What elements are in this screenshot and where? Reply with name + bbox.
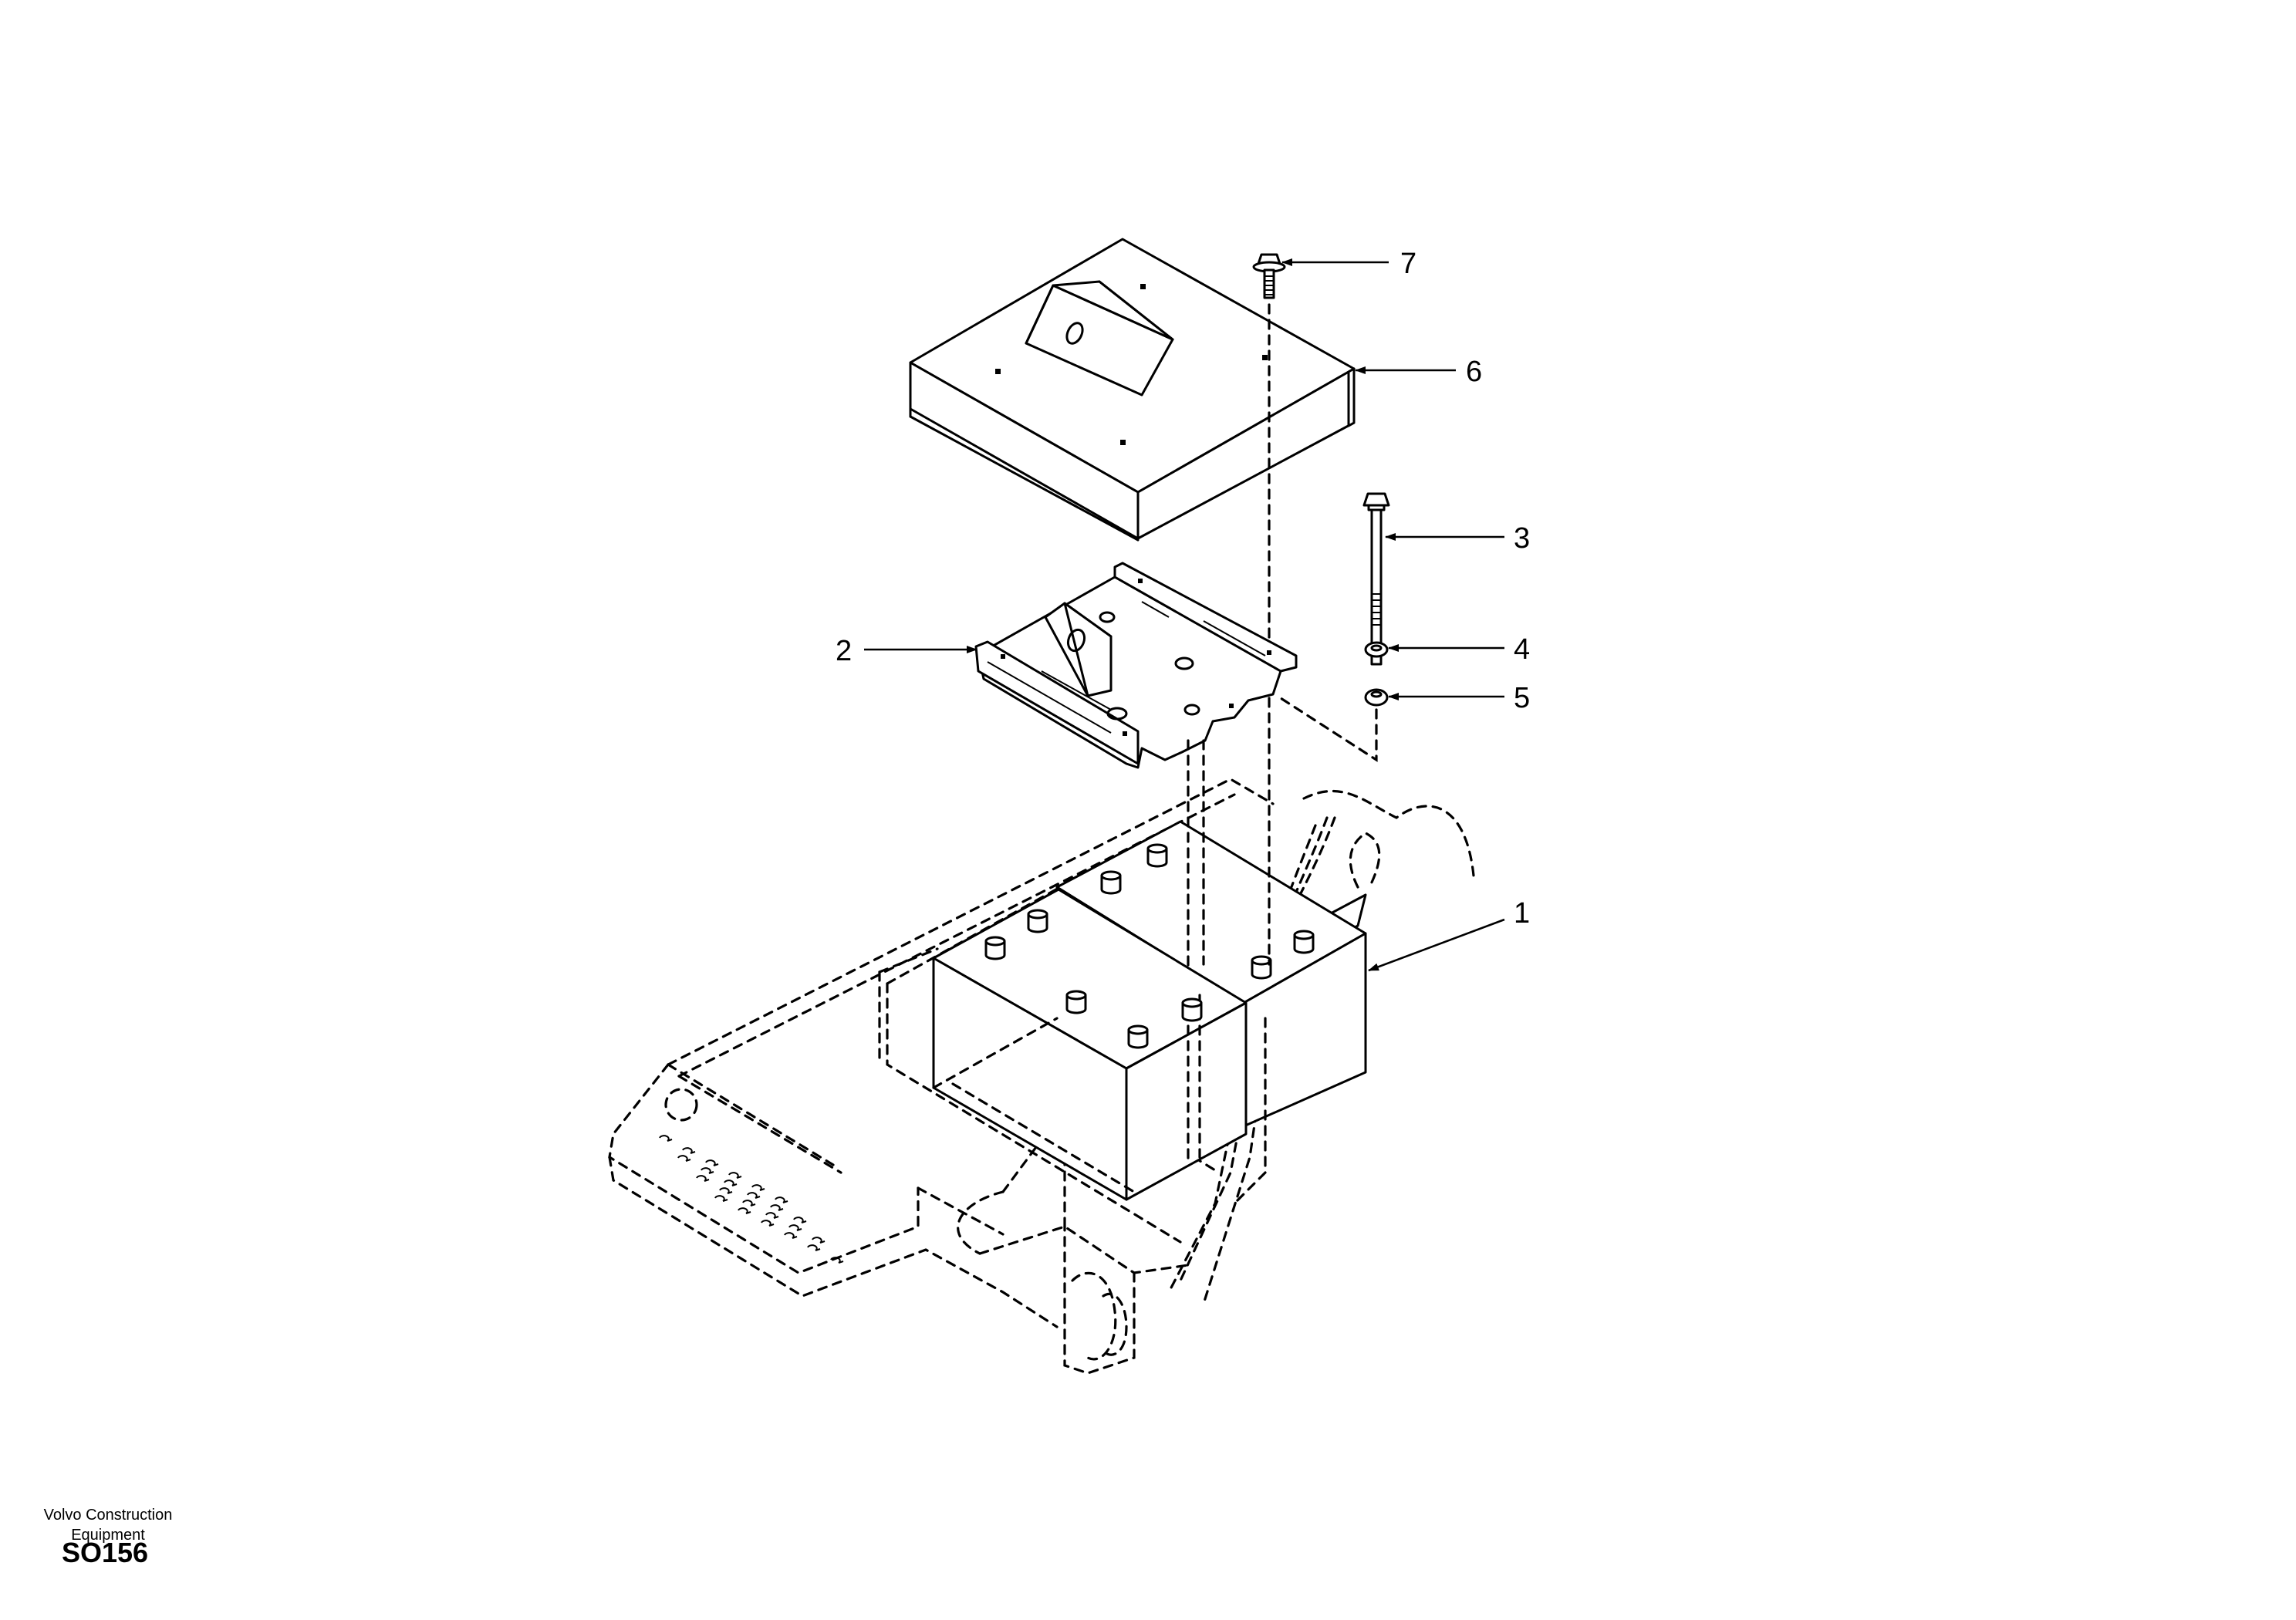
callout-6-group: 6	[1355, 356, 1482, 388]
callout-4-group: 4	[1388, 633, 1530, 666]
step-hole	[812, 1237, 826, 1244]
mounting-bolt	[1362, 492, 1390, 666]
step-hole	[784, 1232, 798, 1239]
step-hole	[742, 1200, 756, 1207]
battery-terminal-post	[984, 936, 1006, 960]
step-hole	[696, 1175, 710, 1182]
battery-terminal-post	[1065, 990, 1087, 1014]
step-hole	[705, 1159, 719, 1166]
step-hole	[719, 1187, 733, 1194]
callout-5-group: 5	[1388, 682, 1530, 714]
step-hole	[775, 1196, 788, 1203]
callout-5: 5	[1514, 682, 1530, 714]
cover-screw	[1252, 253, 1286, 299]
callout-4: 4	[1514, 633, 1530, 666]
battery-hold-down-bracket	[974, 562, 1298, 769]
callout-1-group: 1	[1368, 897, 1530, 972]
publisher-line-2: Equipment	[71, 1527, 145, 1544]
callout-7: 7	[1400, 248, 1416, 280]
battery-terminal-post	[1251, 955, 1272, 980]
step-hole	[788, 1224, 802, 1231]
step-hole	[738, 1207, 751, 1214]
lock-washer	[1364, 641, 1389, 658]
battery-terminal-post	[1293, 930, 1315, 954]
callout-3: 3	[1514, 522, 1530, 555]
callout-3-group: 3	[1385, 522, 1530, 555]
battery-pair	[878, 820, 1367, 1205]
step-hole	[747, 1192, 761, 1199]
step-hole	[724, 1180, 738, 1186]
callout-2: 2	[836, 635, 852, 667]
callout-1: 1	[1514, 897, 1530, 930]
step-hole	[659, 1135, 673, 1142]
document-code: SO156	[62, 1537, 149, 1568]
callout-2-group: 2	[836, 635, 977, 667]
step-hole	[761, 1220, 775, 1227]
step-hole	[714, 1195, 728, 1202]
step-hole	[682, 1147, 696, 1154]
step-hole	[728, 1172, 742, 1179]
step-hole	[677, 1155, 691, 1162]
battery-terminal-post	[1027, 909, 1048, 933]
battery-terminal-post	[1100, 870, 1122, 895]
step-hole	[807, 1244, 821, 1251]
publisher-label: Volvo Construction Equipment	[31, 1505, 185, 1545]
publisher-line-1: Volvo Construction	[43, 1507, 173, 1524]
battery-terminal-post	[1181, 997, 1203, 1022]
battery-terminal-post	[1146, 843, 1168, 868]
battery-cover	[909, 238, 1356, 542]
step-hole	[765, 1212, 779, 1219]
step-hole	[701, 1167, 714, 1174]
foot-step-holes	[659, 1135, 844, 1264]
callout-7-group: 7	[1281, 248, 1416, 280]
nut	[1364, 688, 1389, 707]
step-hole	[770, 1204, 784, 1211]
battery-terminal-post	[1127, 1024, 1149, 1049]
step-hole	[830, 1257, 844, 1264]
callout-6: 6	[1466, 356, 1482, 388]
assembly-centerlines	[1187, 303, 1378, 974]
step-hole	[751, 1184, 765, 1191]
step-hole	[793, 1217, 807, 1223]
battery-terminals	[984, 843, 1315, 1049]
